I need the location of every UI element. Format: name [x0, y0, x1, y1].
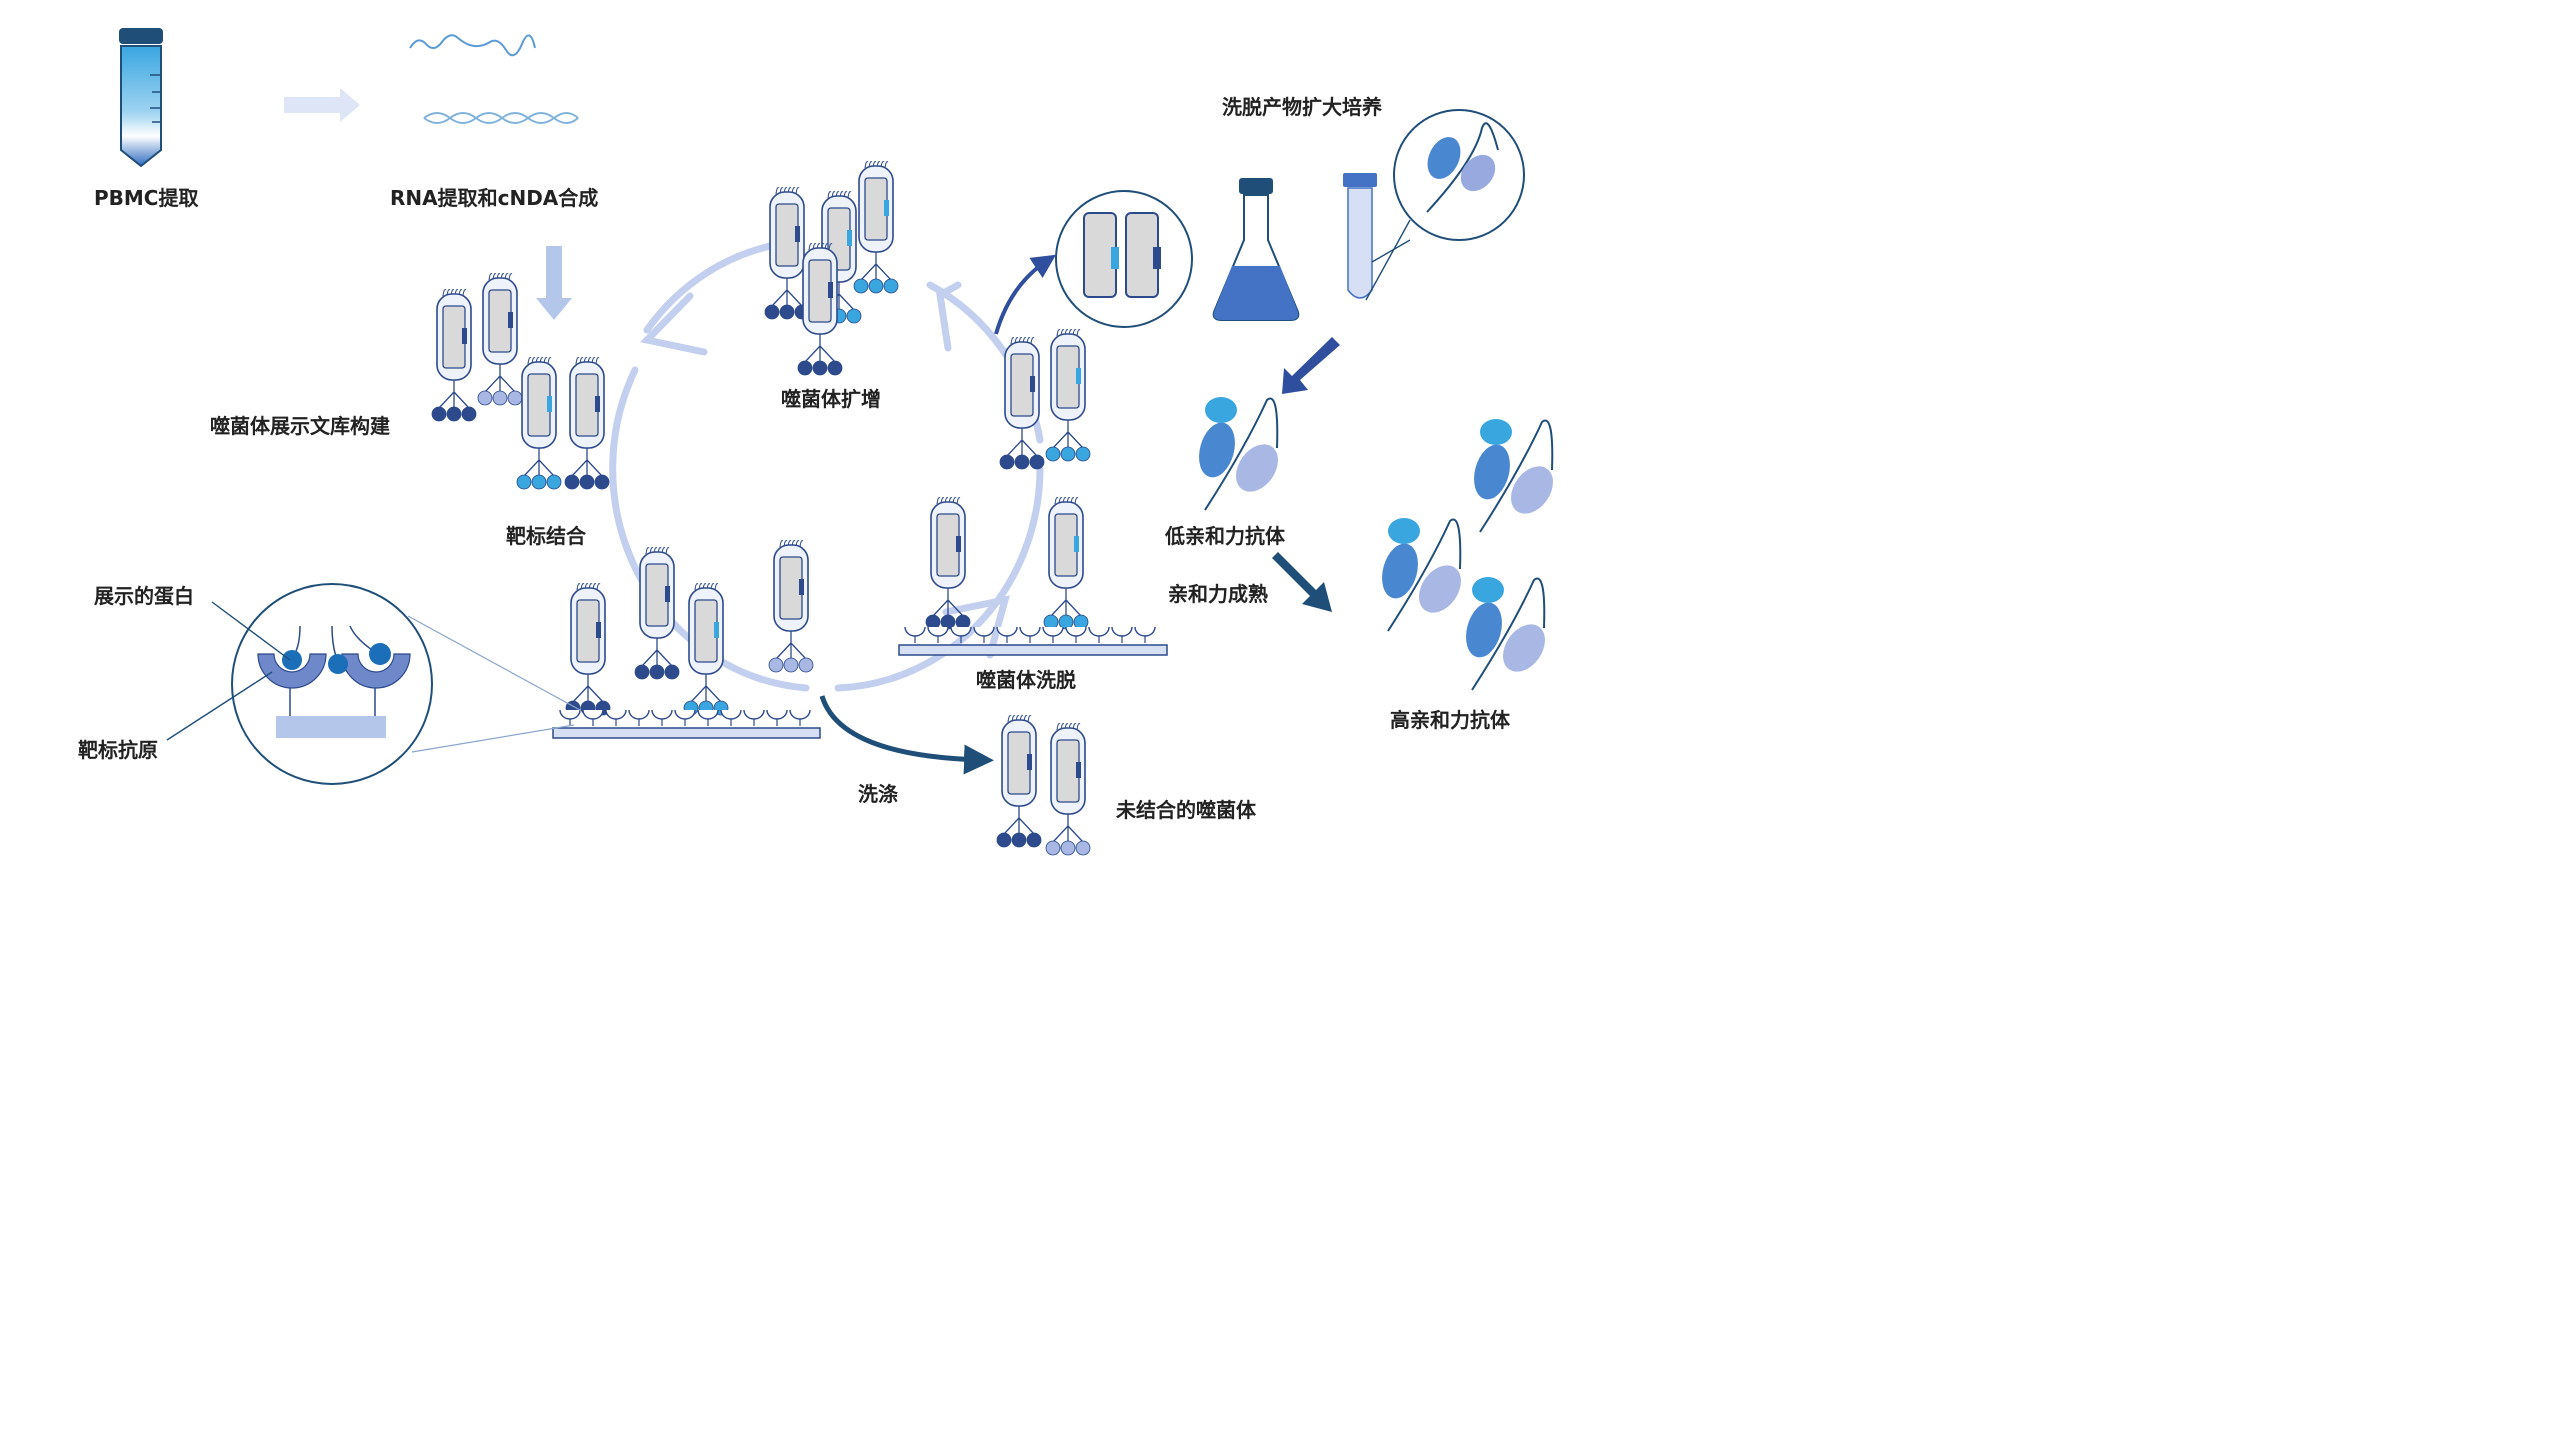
- antigen-surface-left: [552, 709, 821, 739]
- antibody: [1466, 577, 1546, 691]
- label-maturation: 亲和力成熟: [1168, 582, 1268, 606]
- zoom-circle-phage: [1055, 190, 1193, 328]
- phage: [683, 583, 729, 716]
- maturation-arrow-icon: [1272, 552, 1332, 612]
- cdna-helix-icon: [423, 112, 579, 124]
- label-library: 噬菌体展示文库构建: [210, 414, 390, 438]
- phage: [925, 497, 971, 630]
- label-displayed-protein: 展示的蛋白: [94, 584, 194, 608]
- phage: [516, 357, 562, 490]
- test-tube-icon: [1343, 109, 1525, 301]
- antibody: [1382, 518, 1462, 632]
- phage: [634, 547, 680, 680]
- curved-arrow-to-zoom: [994, 254, 1057, 335]
- label-amplify: 噬菌体扩增: [781, 387, 881, 411]
- phage: [999, 337, 1045, 470]
- label-target-antigen: 靶标抗原: [78, 738, 158, 762]
- phage: [565, 583, 611, 716]
- label-unbound: 未结合的噬菌体: [1116, 798, 1256, 822]
- flask-icon: [1212, 178, 1300, 321]
- phage: [564, 357, 610, 490]
- antigen-surface-right: [898, 626, 1168, 656]
- label-pbmc: PBMC提取: [94, 186, 199, 210]
- label-elution: 噬菌体洗脱: [976, 668, 1076, 692]
- label-binding: 靶标结合: [506, 524, 586, 548]
- antibody: [1474, 419, 1554, 533]
- phage: [1043, 497, 1089, 630]
- label-wash: 洗涤: [858, 782, 898, 806]
- phage: [477, 273, 523, 406]
- phage: [431, 289, 477, 422]
- wash-arrow: [819, 695, 994, 775]
- label-culture: 洗脱产物扩大培养: [1222, 95, 1382, 119]
- label-high-affinity: 高亲和力抗体: [1390, 708, 1510, 732]
- phage: [853, 161, 899, 294]
- phage: [1045, 329, 1091, 462]
- right-arrow-icon: [284, 88, 360, 122]
- label-low-affinity: 低亲和力抗体: [1165, 524, 1285, 548]
- antibody: [1199, 397, 1279, 511]
- phage-display-diagram: [119, 28, 1554, 856]
- phage: [996, 715, 1042, 848]
- pbmc-tube-icon: [119, 28, 163, 168]
- antibody-layer: [1199, 397, 1554, 691]
- phage: [768, 540, 814, 673]
- phage: [764, 187, 810, 320]
- down-left-arrow-icon: [1282, 337, 1340, 394]
- rna-strand-icon: [409, 34, 536, 57]
- down-arrow-icon: [536, 246, 572, 320]
- label-rna: RNA提取和cNDA合成: [390, 186, 599, 210]
- phage: [1045, 723, 1091, 856]
- phage-layer: [431, 161, 1091, 856]
- phage: [797, 243, 843, 376]
- zoom-circle-antigen: [166, 583, 581, 785]
